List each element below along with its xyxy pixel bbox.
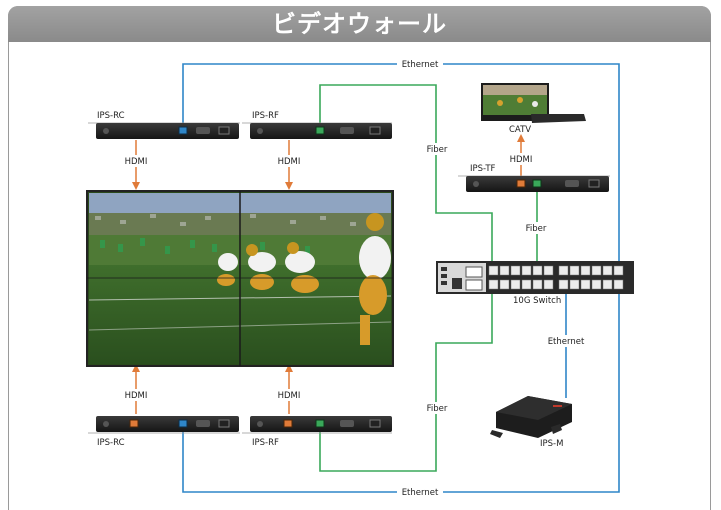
ips-rf-top-device: IPS-RF	[242, 111, 392, 139]
video-wall	[86, 190, 394, 367]
page-title: ビデオウォール	[8, 6, 711, 42]
cable-labels: Ethernet Ethernet Ethernet Fiber Fiber F…	[120, 57, 587, 498]
ips-m-device: IPS-M	[490, 396, 572, 449]
players	[217, 213, 391, 345]
ips-m-label: IPS-M	[540, 439, 563, 449]
ips-rc-top-device: IPS-RC	[88, 111, 240, 139]
ips-rc-bottom-label: IPS-RC	[97, 438, 125, 448]
label-hdmi-tr: HDMI	[278, 157, 301, 167]
label-ethernet-mid: Ethernet	[548, 337, 585, 347]
ips-rc-top-label: IPS-RC	[97, 111, 125, 121]
ips-tf-device: IPS-TF	[458, 164, 610, 192]
ethernet-cable-bottom	[182, 280, 620, 493]
label-ethernet-bottom: Ethernet	[402, 488, 439, 498]
label-hdmi-tl: HDMI	[125, 157, 148, 167]
catv-monitor: CATV	[481, 83, 586, 135]
label-fiber-mid: Fiber	[526, 224, 547, 234]
switch-device: 10G Switch	[436, 261, 634, 306]
label-hdmi-bl: HDMI	[125, 391, 148, 401]
ips-rc-bottom-device: IPS-RC	[88, 416, 240, 448]
label-fiber-bottom: Fiber	[427, 404, 448, 414]
ips-rf-top-label: IPS-RF	[252, 111, 279, 121]
ips-rf-bottom-device: IPS-RF	[242, 416, 392, 448]
ips-rf-bottom-label: IPS-RF	[252, 438, 279, 448]
label-ethernet-top: Ethernet	[402, 60, 439, 70]
label-hdmi-br: HDMI	[278, 391, 301, 401]
switch-label: 10G Switch	[513, 296, 561, 306]
catv-label: CATV	[509, 125, 531, 135]
switch-ports	[488, 265, 624, 290]
ips-tf-label: IPS-TF	[470, 164, 496, 174]
label-hdmi-catv: HDMI	[510, 155, 533, 165]
label-fiber-top: Fiber	[427, 145, 448, 155]
